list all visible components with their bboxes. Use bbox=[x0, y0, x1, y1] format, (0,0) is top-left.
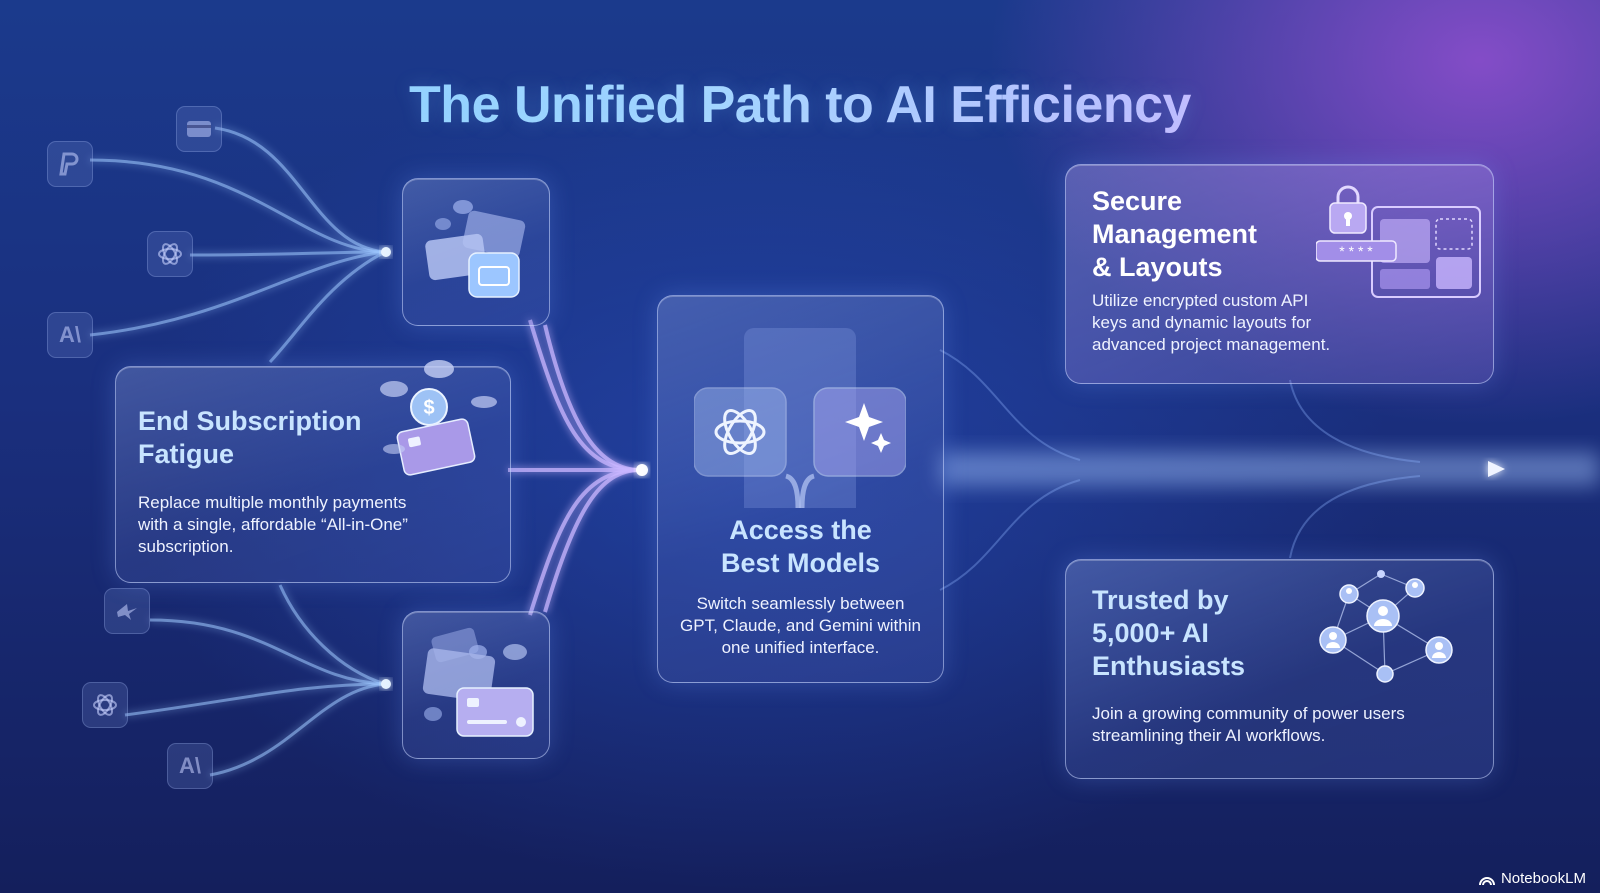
models-title: Access the Best Models bbox=[658, 514, 943, 580]
secure-body: Utilize encrypted custom API keys and dy… bbox=[1092, 290, 1330, 356]
gemini-sparkle-icon bbox=[845, 403, 883, 441]
trusted-title-line: Enthusiasts bbox=[1092, 651, 1246, 681]
anthropic-icon: A\ bbox=[167, 743, 213, 789]
midjourney-icon bbox=[104, 588, 150, 634]
trusted-body-line: streamlining their AI workflows. bbox=[1092, 726, 1326, 745]
secure-body-line: Utilize encrypted custom API bbox=[1092, 291, 1309, 310]
anthropic-icon: A\ bbox=[47, 312, 93, 358]
anthropic-glyph: A\ bbox=[59, 322, 81, 347]
openai-icon bbox=[82, 682, 128, 728]
password-mask: * * * * bbox=[1339, 243, 1373, 259]
subscription-body-line: subscription. bbox=[138, 537, 234, 556]
secure-title: Secure Management & Layouts bbox=[1092, 185, 1257, 284]
page-title: The Unified Path to AI Efficiency bbox=[0, 75, 1600, 135]
subscription-body-line: with a single, affordable “All-in-One” bbox=[138, 515, 408, 534]
models-card: Access the Best Models Switch seamlessly… bbox=[657, 295, 944, 683]
output-beam bbox=[940, 461, 1505, 477]
cards-coins-icon bbox=[422, 627, 534, 737]
bottom-source-curves bbox=[124, 584, 386, 777]
trusted-title: Trusted by 5,000+ AI Enthusiasts bbox=[1092, 584, 1245, 683]
secure-title-line: Management bbox=[1092, 219, 1258, 249]
models-body: Switch seamlessly between GPT, Claude, a… bbox=[658, 593, 943, 659]
trusted-title-line: 5,000+ AI bbox=[1092, 618, 1209, 648]
subscription-title-line: Fatigue bbox=[138, 439, 235, 469]
converging-curves bbox=[508, 319, 641, 616]
svg-text:$: $ bbox=[423, 397, 434, 419]
openai-icon bbox=[147, 231, 193, 277]
secure-body-line: advanced project management. bbox=[1092, 335, 1331, 354]
anthropic-glyph: A\ bbox=[179, 753, 201, 778]
models-body-line: Switch seamlessly between bbox=[696, 594, 905, 613]
subscription-title: End Subscription Fatigue bbox=[138, 405, 362, 471]
notebooklm-brand: NotebookLM bbox=[1478, 870, 1586, 887]
subscription-title-line: End Subscription bbox=[138, 406, 362, 436]
subscription-body-line: Replace multiple monthly payments bbox=[138, 493, 407, 512]
openai-icon bbox=[714, 409, 766, 455]
notebooklm-logo-icon bbox=[1478, 876, 1495, 885]
secure-title-line: & Layouts bbox=[1092, 252, 1223, 282]
cards-coins-icon bbox=[425, 200, 526, 298]
lock-layout-icon: * * * * bbox=[1316, 185, 1481, 298]
coin-card-icon: $ bbox=[380, 360, 497, 476]
credit-card-icon bbox=[176, 106, 222, 152]
community-network-icon bbox=[1319, 570, 1453, 683]
trusted-body-line: Join a growing community of power users bbox=[1092, 704, 1405, 723]
subscription-body: Replace multiple monthly payments with a… bbox=[138, 492, 408, 558]
top-source-curves bbox=[89, 126, 386, 364]
trusted-title-line: Trusted by bbox=[1092, 585, 1229, 615]
models-title-line: Access the bbox=[729, 515, 872, 545]
trusted-card: Trusted by 5,000+ AI Enthusiasts Join a … bbox=[1065, 559, 1494, 779]
models-body-line: GPT, Claude, and Gemini within bbox=[680, 616, 921, 635]
payment-tile-top bbox=[402, 178, 550, 326]
secure-card: Secure Management & Layouts * * * * Util… bbox=[1065, 164, 1494, 384]
trusted-body: Join a growing community of power users … bbox=[1092, 703, 1405, 747]
payment-tile-bottom bbox=[402, 611, 550, 759]
models-hub-icon bbox=[694, 328, 906, 508]
models-body-line: one unified interface. bbox=[721, 638, 880, 657]
secure-body-line: keys and dynamic layouts for bbox=[1092, 313, 1312, 332]
subscription-card: End Subscription Fatigue $ Replace multi… bbox=[115, 360, 511, 583]
secure-title-line: Secure bbox=[1092, 186, 1183, 216]
brand-label: NotebookLM bbox=[1500, 870, 1586, 887]
paypal-icon bbox=[47, 141, 93, 187]
models-title-line: Best Models bbox=[720, 548, 881, 578]
